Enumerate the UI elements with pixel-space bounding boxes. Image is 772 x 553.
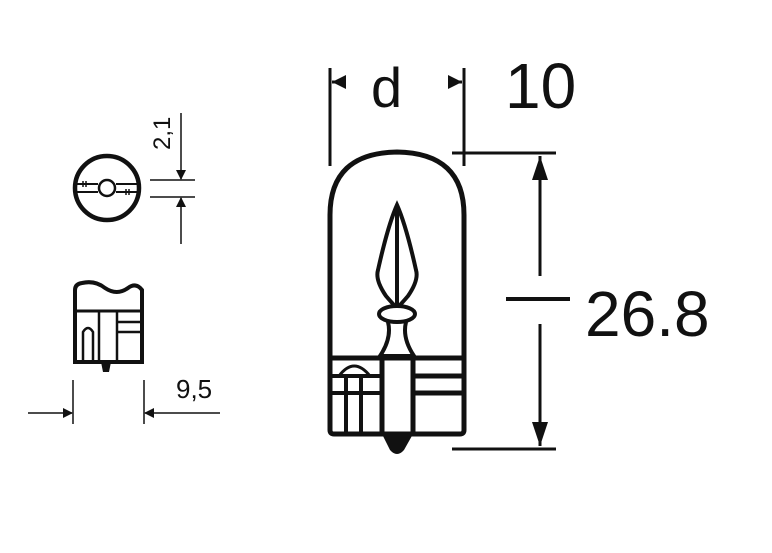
height-value-label: 26.8 bbox=[585, 278, 710, 350]
diameter-symbol-label: d bbox=[371, 56, 402, 119]
side-view-base: 9,5 bbox=[28, 280, 220, 424]
end-view: 2,1 bbox=[72, 113, 195, 244]
base-gap-label: 2,1 bbox=[149, 117, 176, 150]
diameter-value-label: 10 bbox=[505, 50, 576, 122]
front-view-bulb: d 10 26.8 bbox=[327, 50, 710, 454]
base-width-label: 9,5 bbox=[176, 374, 212, 404]
